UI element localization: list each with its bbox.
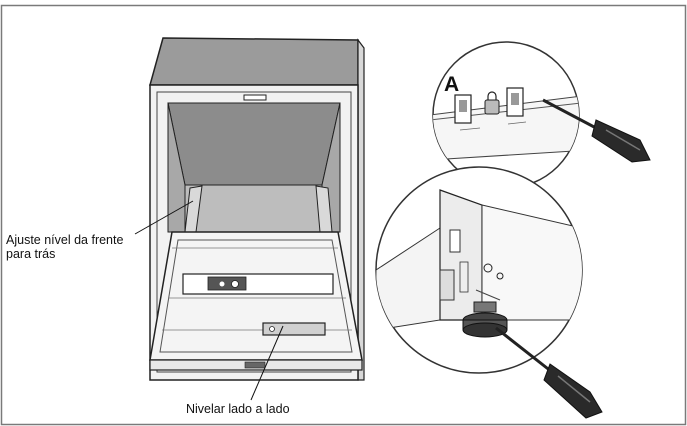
label-front-back-adjust: Ajuste nível da frente para trás xyxy=(6,233,123,261)
dishwasher-illustration xyxy=(134,37,365,401)
cabinet-top xyxy=(149,37,359,86)
cabinet-right-side xyxy=(357,38,365,381)
open-door xyxy=(149,231,363,361)
interior-back-wall xyxy=(167,102,341,186)
leader-line-side-to-side xyxy=(250,325,284,401)
door-latch xyxy=(243,94,267,101)
interior-floor xyxy=(184,184,323,233)
detergent-dispenser xyxy=(262,322,326,336)
screwdriver-icon xyxy=(542,98,651,163)
detail-leveling-foot-callout xyxy=(375,166,603,419)
label-line-2: para trás xyxy=(6,247,56,261)
detail-a-callout xyxy=(432,41,651,189)
leader-line-front-back xyxy=(134,200,194,235)
screwdriver-icon xyxy=(495,326,603,419)
door-control-panel xyxy=(182,273,334,295)
label-side-to-side: Nivelar lado a lado xyxy=(186,402,290,416)
callout-letter-a: A xyxy=(444,73,460,96)
label-line-1: Ajuste nível da frente xyxy=(6,233,124,247)
leveling-foot-icon xyxy=(462,301,508,338)
